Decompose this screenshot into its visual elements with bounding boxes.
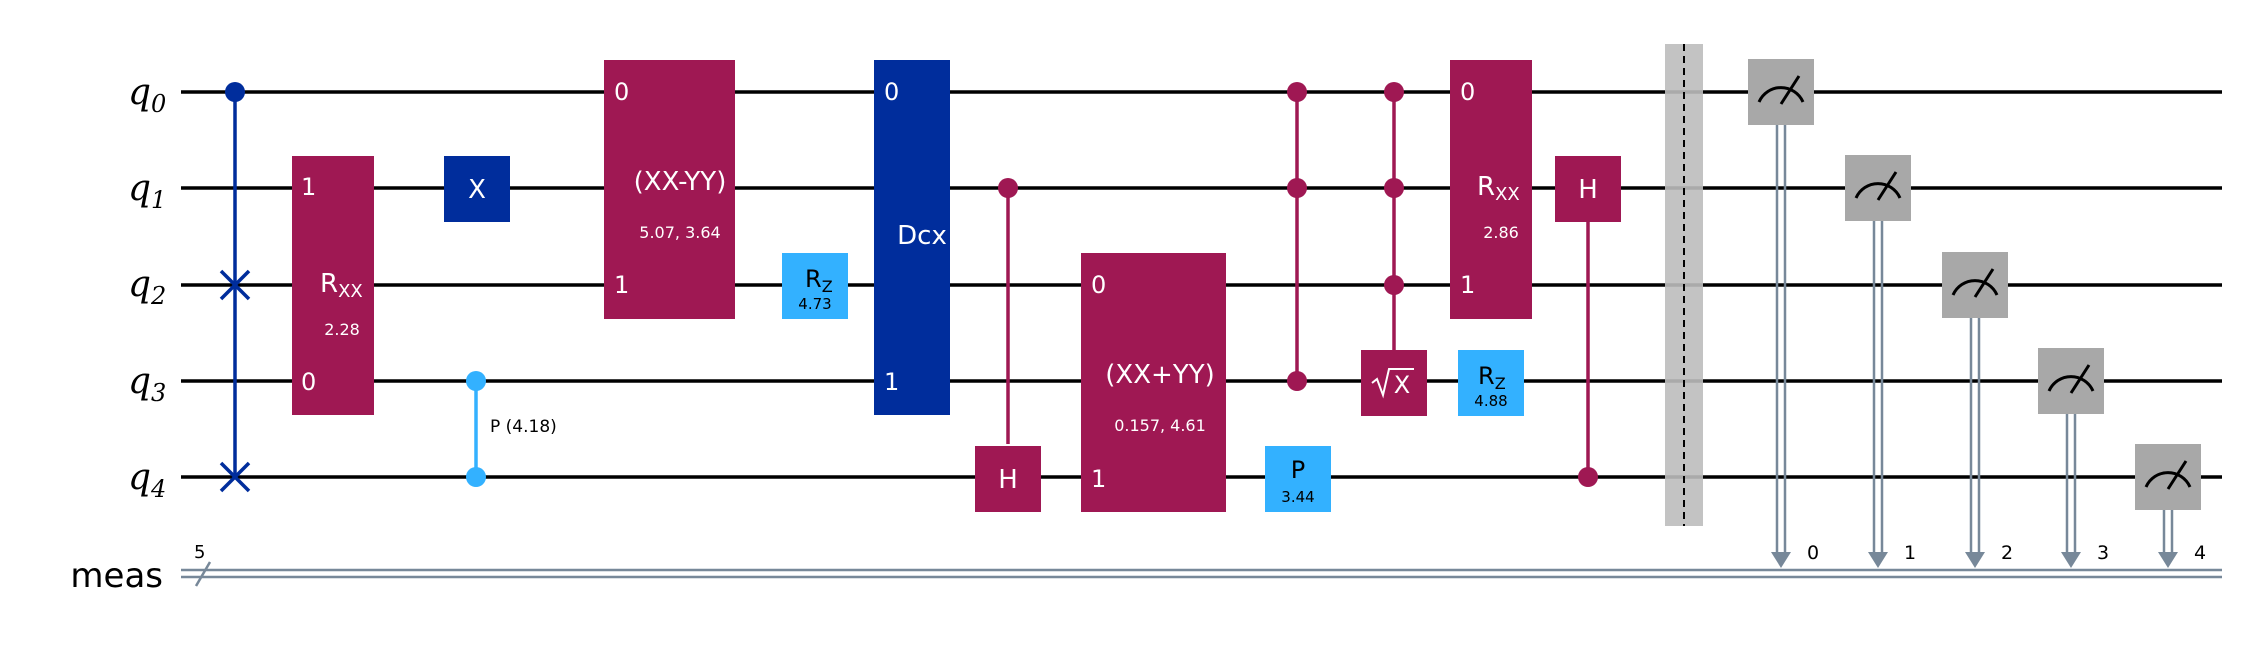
svg-text:RZ: RZ <box>1478 362 1506 393</box>
wire-labels: q0 q1 q2 q3 q4 meas <box>70 72 166 596</box>
svg-text:0: 0 <box>301 368 316 396</box>
qubit-label-q0: q0 <box>128 72 166 118</box>
svg-text:RZ: RZ <box>805 265 833 296</box>
svg-text:X: X <box>468 175 486 205</box>
rxx-gate-1: 1 0 RXX 2.28 <box>292 156 374 415</box>
control-dot <box>1287 178 1307 198</box>
control-dot <box>466 467 486 487</box>
svg-text:1: 1 <box>1460 271 1475 299</box>
control-dot <box>225 82 245 102</box>
svg-text:4.73: 4.73 <box>798 295 831 313</box>
control-dot <box>466 371 486 391</box>
meter-icon <box>1757 86 1805 103</box>
classical-bit-index: 1 <box>1904 542 1916 564</box>
mcsx-gate: X <box>1361 82 1427 416</box>
sqrt-icon <box>1371 368 1414 399</box>
svg-text:P: P <box>1291 456 1305 484</box>
x-gate: X <box>444 156 510 222</box>
svg-text:H: H <box>1578 175 1598 205</box>
measure-gate-q3: 3 <box>2038 348 2109 568</box>
measure-arrow <box>2061 552 2081 568</box>
qubit-label-q4: q4 <box>128 457 166 503</box>
svg-text:1: 1 <box>1091 465 1106 493</box>
cp-label: P (4.18) <box>490 417 557 437</box>
cp-gate: P (4.18) <box>466 371 557 487</box>
bus-slash <box>194 561 212 587</box>
svg-text:(XX-YY): (XX-YY) <box>634 167 727 197</box>
svg-text:2.86: 2.86 <box>1483 223 1519 242</box>
control-dot <box>1384 275 1404 295</box>
barrier <box>1665 44 1703 526</box>
rz-gate-1: RZ 4.73 <box>782 253 848 319</box>
measure-arrow <box>1771 552 1791 568</box>
control-dot <box>1384 82 1404 102</box>
measure-gate-q4: 4 <box>2135 444 2206 568</box>
control-dot <box>1578 467 1598 487</box>
swap-cross-q4 <box>219 461 251 493</box>
xx-plus-yy-gate: 0 1 (XX+YY) 0.157, 4.61 <box>1081 253 1226 512</box>
svg-text:0: 0 <box>614 78 629 106</box>
measure-arrow <box>1868 552 1888 568</box>
meter-icon <box>1951 279 1999 296</box>
measure-gate-q0: 0 <box>1748 59 1819 568</box>
rxx-gate-2: 0 1 RXX 2.86 <box>1450 60 1532 319</box>
classical-bit-index: 2 <box>2001 542 2013 564</box>
classical-bit-index: 0 <box>1807 542 1819 564</box>
svg-text:RXX: RXX <box>320 269 363 302</box>
classical-register-label: meas <box>70 556 163 596</box>
ch-gate-2: H <box>1555 156 1621 487</box>
bus-size: 5 <box>194 542 205 563</box>
svg-text:0: 0 <box>884 78 899 106</box>
ch-gate-1: H <box>975 178 1041 512</box>
svg-text:1: 1 <box>614 271 629 299</box>
p-gate: P 3.44 <box>1265 446 1331 512</box>
svg-text:3.44: 3.44 <box>1281 488 1314 506</box>
measure-arrow <box>1965 552 1985 568</box>
control-dot <box>1287 371 1307 391</box>
svg-text:RXX: RXX <box>1477 172 1520 205</box>
rz-gate-2: RZ 4.88 <box>1458 350 1524 416</box>
classical-bit-index: 3 <box>2097 542 2109 564</box>
measurements: 0 1 2 3 4 <box>1748 59 2206 568</box>
svg-text:H: H <box>998 465 1018 495</box>
svg-text:0.157, 4.61: 0.157, 4.61 <box>1114 416 1206 435</box>
control-dot <box>1287 82 1307 102</box>
control-dot <box>1384 178 1404 198</box>
classical-bit-index: 4 <box>2194 542 2206 564</box>
dcx-gate: 0 1 Dcx <box>874 60 950 415</box>
svg-text:2.28: 2.28 <box>324 320 360 339</box>
svg-text:Dcx: Dcx <box>897 221 947 251</box>
svg-text:0: 0 <box>1091 271 1106 299</box>
svg-text:1: 1 <box>884 368 899 396</box>
measure-gate-q1: 1 <box>1845 155 1916 568</box>
classical-wire: 5 <box>181 542 2222 587</box>
svg-text:X: X <box>1394 371 1410 399</box>
svg-text:(XX+YY): (XX+YY) <box>1105 360 1214 390</box>
qubit-label-q1: q1 <box>128 168 166 214</box>
svg-text:0: 0 <box>1460 78 1475 106</box>
mcz-gate <box>1287 82 1307 391</box>
svg-text:4.88: 4.88 <box>1474 392 1507 410</box>
measure-arrow <box>2158 552 2178 568</box>
svg-text:5.07, 3.64: 5.07, 3.64 <box>639 223 720 242</box>
xx-minus-yy-gate: 0 1 (XX-YY) 5.07, 3.64 <box>604 60 735 319</box>
svg-text:1: 1 <box>301 173 316 201</box>
swap-cross-q2 <box>219 269 251 301</box>
qubit-label-q3: q3 <box>128 361 166 407</box>
cswap-gate <box>219 82 251 493</box>
meter-icon <box>1854 182 1902 199</box>
meter-icon <box>2047 375 2095 392</box>
control-dot <box>998 178 1018 198</box>
meter-icon <box>2144 471 2192 488</box>
qubit-label-q2: q2 <box>128 264 166 310</box>
measure-gate-q2: 2 <box>1942 252 2013 568</box>
